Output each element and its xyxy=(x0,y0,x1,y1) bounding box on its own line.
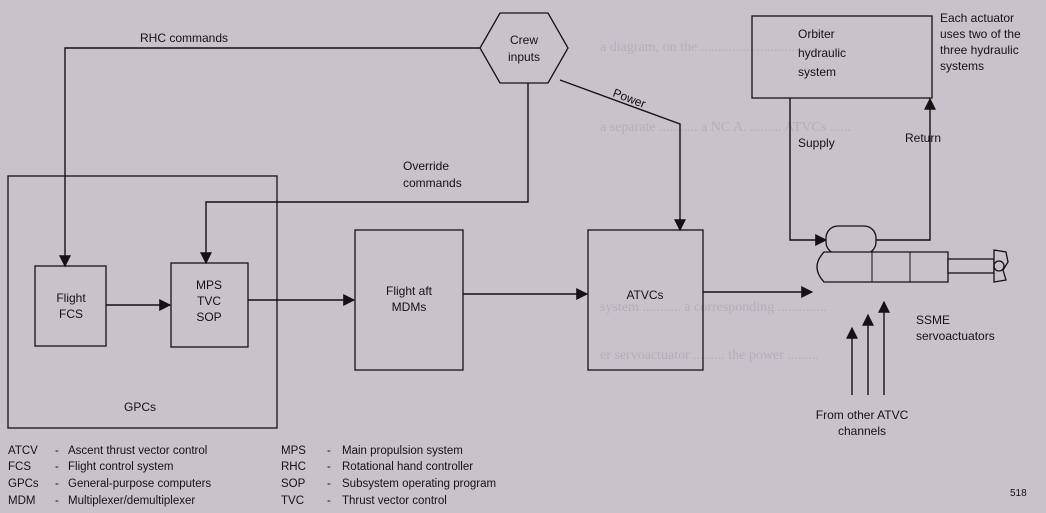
crew-inputs-line2: inputs xyxy=(508,50,540,64)
rhc-commands-arrow xyxy=(59,47,480,268)
return-label: Return xyxy=(905,131,941,145)
svg-text:SOP: SOP xyxy=(281,478,306,490)
svg-text:TVC: TVC xyxy=(281,495,304,507)
svg-text:Subsystem operating program: Subsystem operating program xyxy=(342,478,496,490)
return-arrow xyxy=(876,97,936,241)
legend-item: ATCV - Ascent thrust vector control xyxy=(8,445,207,457)
override-commands-line2: commands xyxy=(403,176,462,190)
svg-text:RHC: RHC xyxy=(281,461,306,473)
flight-fcs-label-line2: FCS xyxy=(59,307,83,321)
rhc-commands-label: RHC commands xyxy=(140,31,228,45)
actuator-note-line2: uses two of the xyxy=(940,27,1021,41)
svg-text:Flight control system: Flight control system xyxy=(68,461,173,473)
bleed-through-text: a diagram, on the ......................… xyxy=(600,40,845,55)
flight-fcs-label-line1: Flight xyxy=(56,291,86,305)
flight-aft-mdms-label-line2: MDMs xyxy=(392,300,427,314)
tvc-label: TVC xyxy=(197,294,221,308)
mps-label: MPS xyxy=(196,278,222,292)
override-commands-line1: Override xyxy=(403,159,449,173)
atvcs-box: ATVCs xyxy=(587,229,704,371)
page-number: 518 xyxy=(1010,488,1027,499)
override-commands-arrow xyxy=(200,83,529,265)
svg-text:Ascent thrust vector control: Ascent thrust vector control xyxy=(68,445,207,457)
svg-text:-: - xyxy=(55,445,59,457)
orbiter-hydraulic-box: Orbiter hydraulic system xyxy=(751,15,933,99)
bleed-through-text: er servoactuator ......... the power ...… xyxy=(600,348,819,363)
svg-text:Multiplexer/demultiplexer: Multiplexer/demultiplexer xyxy=(68,495,195,507)
ssme-label-line1: SSME xyxy=(916,313,950,327)
gpcs-label: GPCs xyxy=(124,400,156,414)
svg-text:FCS: FCS xyxy=(8,461,31,473)
sop-label: SOP xyxy=(196,310,221,324)
svg-text:Main propulsion system: Main propulsion system xyxy=(342,445,463,457)
flight-aft-mdms-box: Flight aft MDMs xyxy=(354,229,464,371)
flight-aft-mdms-label-line1: Flight aft xyxy=(386,284,433,298)
bleed-through-text: system ........... a corresponding .....… xyxy=(600,300,827,315)
legend-item: FCS - Flight control system xyxy=(8,461,173,473)
legend-item: MPS - Main propulsion system xyxy=(281,445,463,457)
flight-fcs-box: Flight FCS xyxy=(34,265,107,347)
actuator-note: Each actuator uses two of the three hydr… xyxy=(940,11,1021,73)
actuator-note-line4: systems xyxy=(940,59,984,73)
legend-item: MDM - Multiplexer/demultiplexer xyxy=(8,495,195,507)
orbiter-hydraulic-line3: system xyxy=(798,65,836,79)
ssme-servoactuator xyxy=(816,225,1009,283)
from-other-atvc-line1: From other ATVC xyxy=(816,408,909,422)
orbiter-hydraulic-line2: hydraulic xyxy=(798,46,846,60)
bleed-through-text: a separate ........... a NC A. .........… xyxy=(600,120,851,135)
supply-label: Supply xyxy=(798,136,835,150)
svg-text:General-purpose computers: General-purpose computers xyxy=(68,478,211,490)
svg-text:ATCV: ATCV xyxy=(8,445,38,457)
legend-item: SOP - Subsystem operating program xyxy=(281,478,496,490)
legend-item: TVC - Thrust vector control xyxy=(281,495,447,507)
from-other-atvc-line2: channels xyxy=(838,424,886,438)
atvcs-label: ATVCs xyxy=(626,288,663,302)
legend-item: GPCs - General-purpose computers xyxy=(8,478,211,490)
svg-text:-: - xyxy=(327,495,331,507)
actuator-note-line1: Each actuator xyxy=(940,11,1014,25)
crew-inputs-hexagon: Crew inputs xyxy=(479,12,569,84)
svg-text:-: - xyxy=(55,478,59,490)
other-atvc-channel-arrows xyxy=(846,300,890,395)
svg-text:MDM: MDM xyxy=(8,495,35,507)
orbiter-hydraulic-line1: Orbiter xyxy=(798,27,835,41)
svg-text:-: - xyxy=(327,478,331,490)
crew-inputs-line1: Crew xyxy=(510,33,538,47)
ssme-label-line2: servoactuators xyxy=(916,329,995,343)
supply-arrow xyxy=(789,98,828,246)
svg-text:MPS: MPS xyxy=(281,445,306,457)
legend-item: RHC - Rotational hand controller xyxy=(281,461,473,473)
svg-text:Thrust vector control: Thrust vector control xyxy=(342,495,447,507)
svg-text:-: - xyxy=(327,461,331,473)
mps-tvc-sop-box: MPS TVC SOP xyxy=(170,262,249,348)
legend: ATCV - Ascent thrust vector control FCS … xyxy=(8,445,496,507)
actuator-note-line3: three hydraulic xyxy=(940,43,1019,57)
svg-text:-: - xyxy=(55,461,59,473)
svg-text:Rotational hand controller: Rotational hand controller xyxy=(342,461,473,473)
svg-text:GPCs: GPCs xyxy=(8,478,39,490)
power-arrow xyxy=(559,79,686,232)
power-label: Power xyxy=(611,86,648,111)
gpcs-box: GPCs xyxy=(7,175,278,429)
svg-text:-: - xyxy=(55,495,59,507)
svg-text:-: - xyxy=(327,445,331,457)
